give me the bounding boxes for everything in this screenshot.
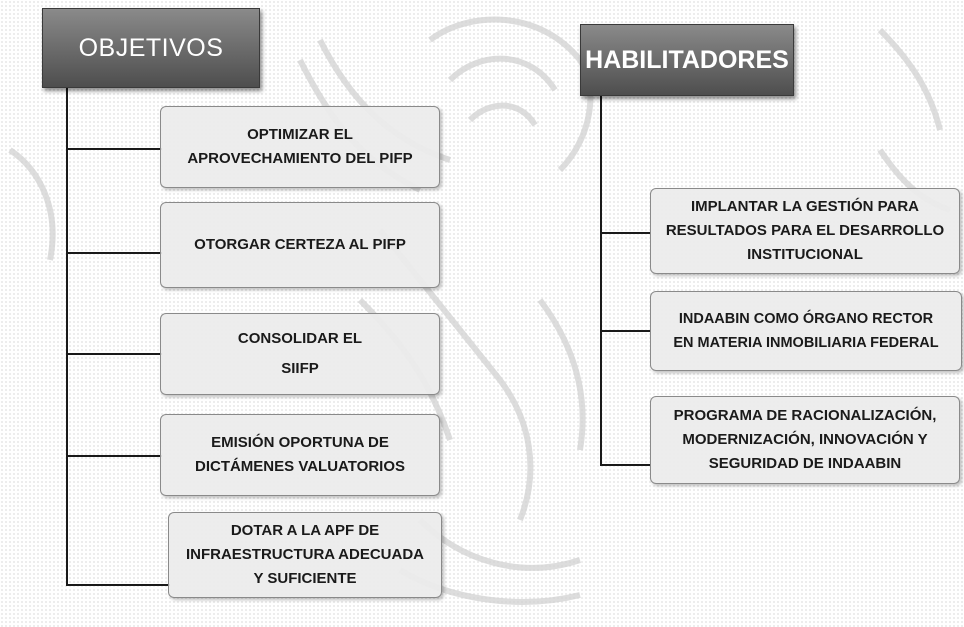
objetivos-branch-line bbox=[66, 455, 162, 457]
objetivo-box: OPTIMIZAR EL APROVECHAMIENTO DEL PIFP bbox=[160, 106, 440, 188]
objetivo-line: OTORGAR CERTEZA AL PIFP bbox=[194, 236, 406, 253]
habilitador-box: INDAABIN COMO ÓRGANO RECTOR EN MATERIA IN… bbox=[650, 291, 962, 371]
habilitador-line: EN MATERIA INMOBILIARIA FEDERAL bbox=[673, 335, 939, 351]
habilitador-box: PROGRAMA DE RACIONALIZACIÓN, MODERNIZACIÓ… bbox=[650, 396, 960, 484]
objetivo-line: Y SUFICIENTE bbox=[253, 570, 357, 587]
habilitador-box: IMPLANTAR LA GESTIÓN PARA RESULTADOS PARA… bbox=[650, 188, 960, 274]
habilitador-line: IMPLANTAR LA GESTIÓN PARA bbox=[690, 198, 920, 215]
objetivo-line: EMISIÓN OPORTUNA DE bbox=[211, 434, 389, 451]
objetivos-trunk-line bbox=[66, 86, 68, 586]
objetivo-line: DOTAR A LA APF DE bbox=[230, 522, 380, 539]
habilitador-line: PROGRAMA DE RACIONALIZACIÓN, bbox=[673, 407, 937, 424]
objetivos-branch-line bbox=[66, 584, 170, 586]
habilitador-line: INSTITUCIONAL bbox=[747, 246, 863, 263]
objetivo-line: INFRAESTRUCTURA ADECUADA bbox=[185, 546, 425, 563]
objetivos-branch-line bbox=[66, 148, 162, 150]
objetivo-box: OTORGAR CERTEZA AL PIFP bbox=[160, 202, 440, 288]
habilitadores-branch-line bbox=[600, 232, 650, 234]
objetivo-line: SIIFP bbox=[281, 360, 319, 377]
objetivo-box: DOTAR A LA APF DE INFRAESTRUCTURA ADECUAD… bbox=[168, 512, 442, 598]
habilitador-line: SEGURIDAD DE INDAABIN bbox=[708, 455, 902, 472]
habilitador-line: INDAABIN COMO ÓRGANO RECTOR bbox=[678, 311, 934, 327]
habilitadores-branch-line bbox=[600, 330, 650, 332]
objetivos-header: OBJETIVOS bbox=[42, 8, 260, 88]
objetivos-branch-line bbox=[66, 252, 162, 254]
objetivo-box: CONSOLIDAR EL SIIFP bbox=[160, 313, 440, 395]
objetivo-line: APROVECHAMIENTO DEL PIFP bbox=[187, 150, 413, 167]
objetivo-line: OPTIMIZAR EL bbox=[247, 126, 353, 143]
habilitadores-header: HABILITADORES bbox=[580, 24, 794, 96]
objetivo-line: CONSOLIDAR EL bbox=[237, 330, 363, 347]
objetivos-branch-line bbox=[66, 353, 162, 355]
objetivo-line: DICTÁMENES VALUATORIOS bbox=[194, 458, 405, 475]
habilitadores-trunk-line bbox=[600, 94, 602, 466]
habilitador-line: MODERNIZACIÓN, INNOVACIÓN Y bbox=[682, 431, 928, 448]
habilitadores-branch-line bbox=[600, 464, 650, 466]
habilitador-line: RESULTADOS PARA EL DESARROLLO bbox=[665, 222, 945, 239]
objetivo-box: EMISIÓN OPORTUNA DE DICTÁMENES VALUATORIO… bbox=[160, 414, 440, 496]
